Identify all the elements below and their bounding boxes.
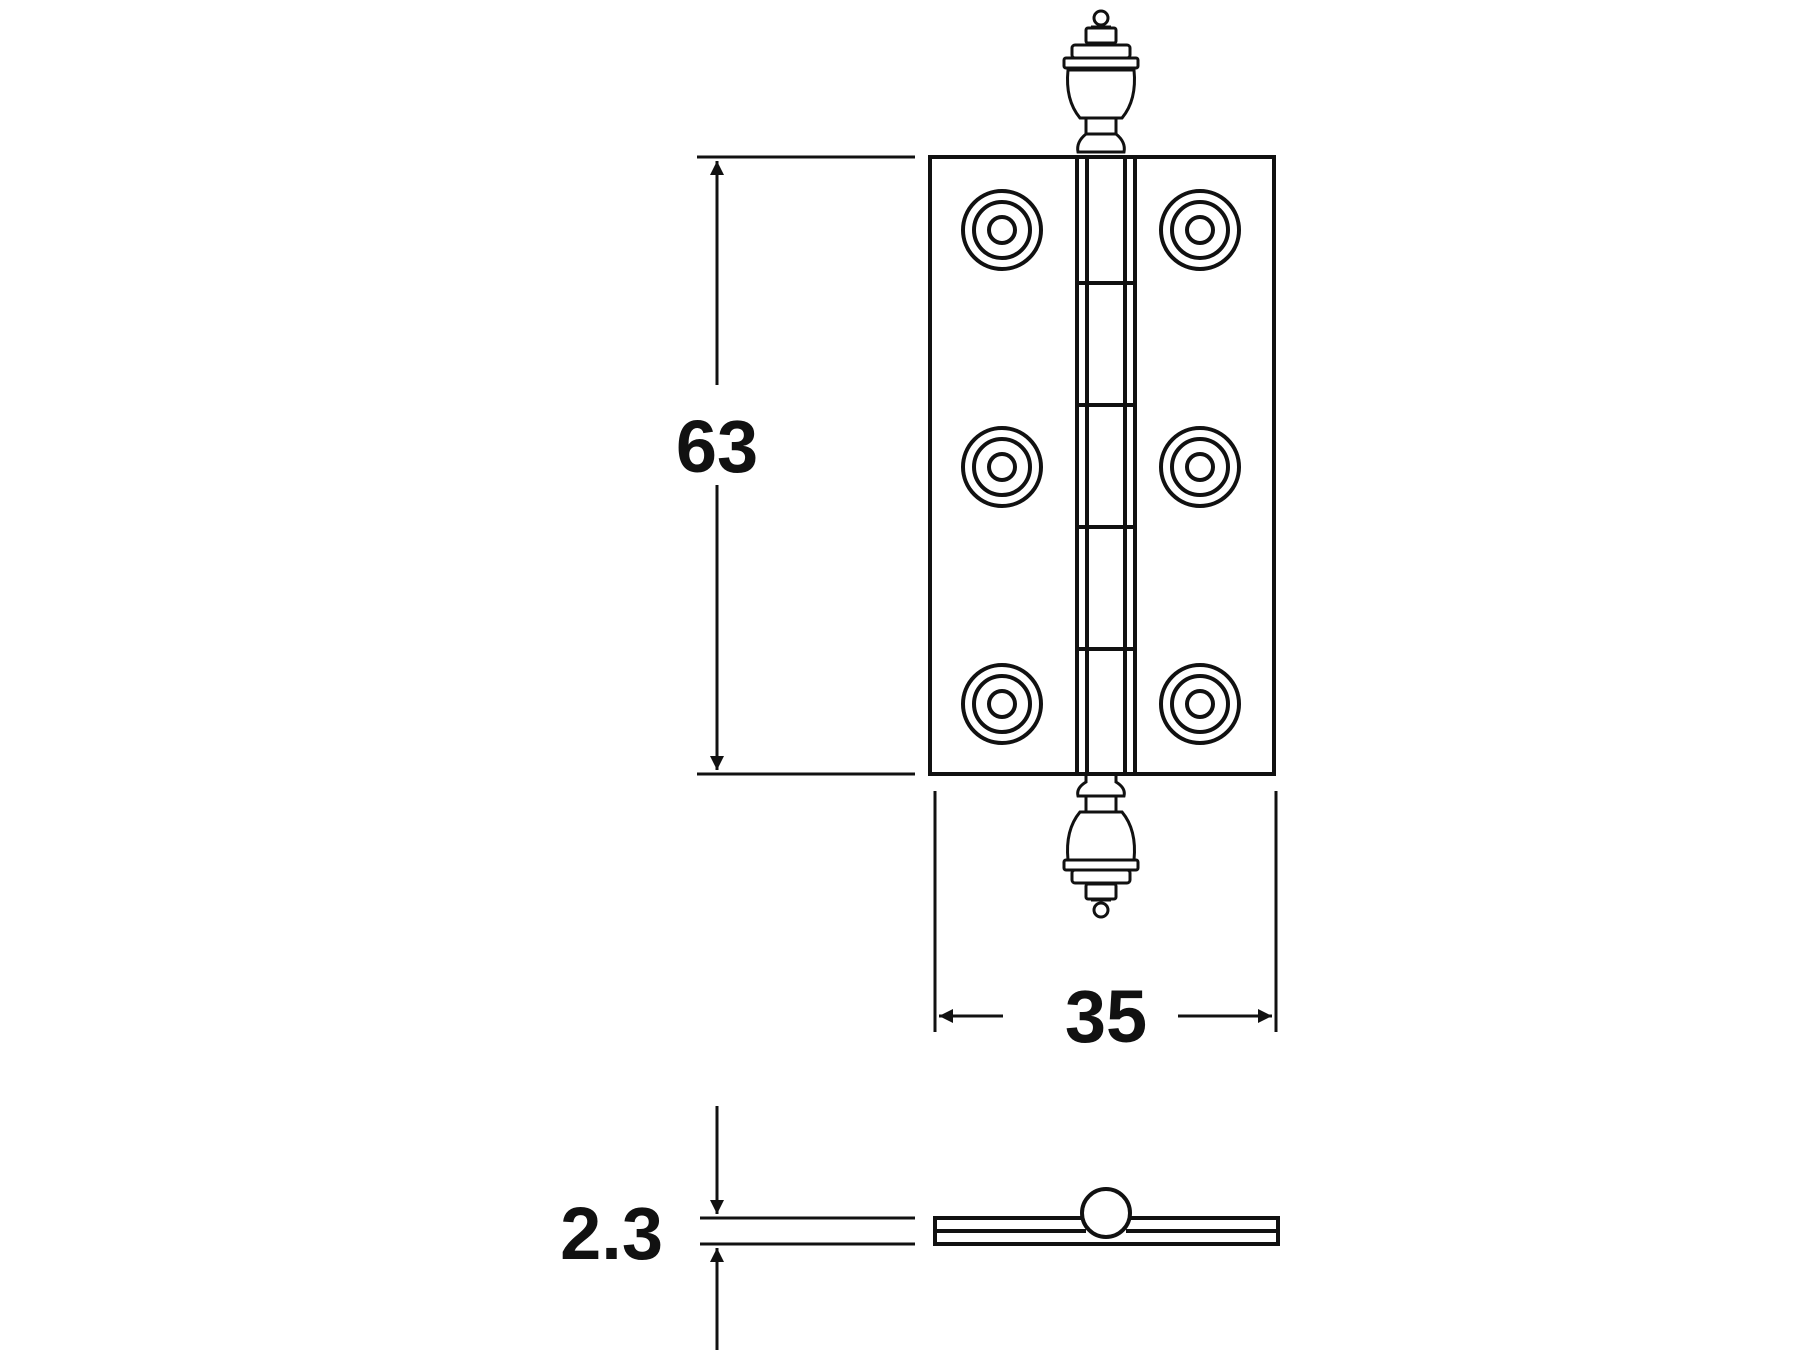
hinge-edge-view bbox=[933, 1187, 1280, 1246]
screw-holes bbox=[961, 189, 1241, 745]
hinge-front-view bbox=[928, 9, 1276, 919]
top-finial bbox=[1062, 9, 1140, 154]
screw-hole bbox=[1159, 663, 1241, 745]
height-dimension-label: 63 bbox=[676, 405, 758, 488]
screw-hole bbox=[961, 663, 1043, 745]
thickness-dimension-label: 2.3 bbox=[560, 1192, 663, 1275]
screw-hole bbox=[1159, 189, 1241, 271]
screw-hole bbox=[961, 189, 1043, 271]
screw-hole bbox=[1159, 426, 1241, 508]
thickness-dimension: 2.3 bbox=[560, 1106, 915, 1350]
bottom-finial bbox=[1062, 774, 1140, 919]
height-dimension: 63 bbox=[676, 155, 915, 776]
width-dimension: 35 bbox=[933, 791, 1278, 1058]
screw-hole bbox=[961, 426, 1043, 508]
width-dimension-label: 35 bbox=[1065, 975, 1147, 1058]
knuckle-segments bbox=[1075, 281, 1137, 776]
